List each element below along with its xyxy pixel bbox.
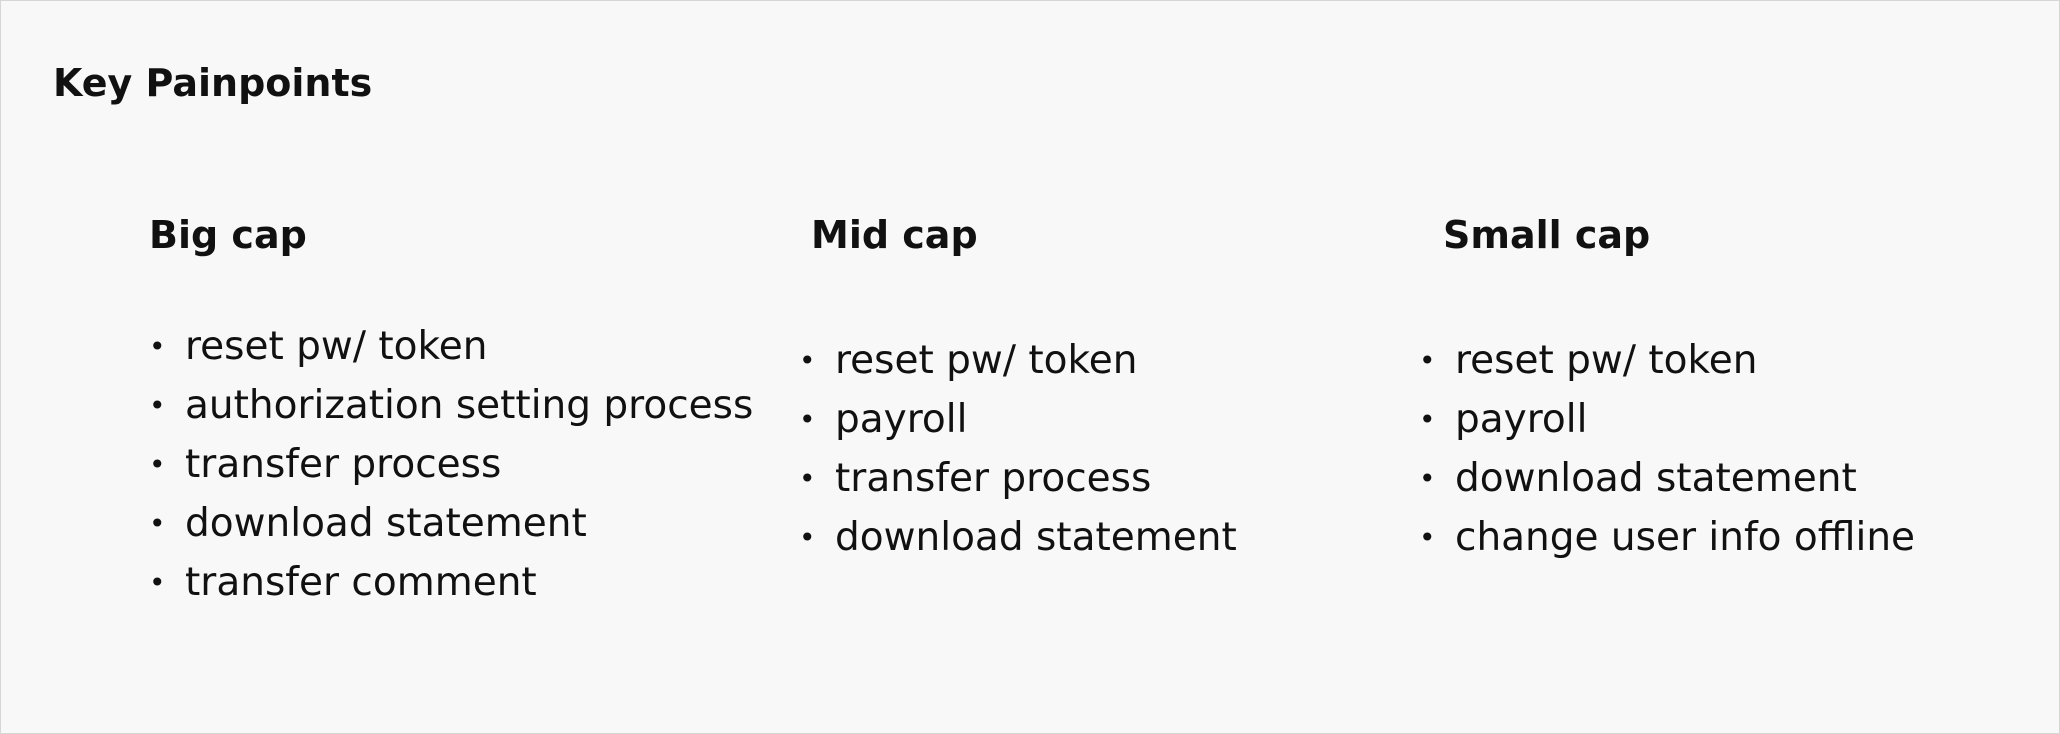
list-item: reset pw/ token xyxy=(149,317,753,376)
list-item: transfer comment xyxy=(149,553,753,612)
list-item: authorization setting process xyxy=(149,376,753,435)
list-item: payroll xyxy=(799,390,1237,449)
column-title-small-cap: Small cap xyxy=(1443,213,1651,257)
list-item: transfer process xyxy=(149,435,753,494)
column-title-mid-cap: Mid cap xyxy=(811,213,978,257)
column-mid-cap: Mid cap reset pw/ token payroll transfer… xyxy=(799,207,1237,567)
column-big-cap: Big cap reset pw/ token authorization se… xyxy=(149,207,753,612)
list-item: transfer process xyxy=(799,449,1237,508)
big-cap-list: reset pw/ token authorization setting pr… xyxy=(149,317,753,612)
list-item: payroll xyxy=(1419,390,1915,449)
mid-cap-list: reset pw/ token payroll transfer process… xyxy=(799,331,1237,567)
list-item: change user info offline xyxy=(1419,508,1915,567)
list-item: download statement xyxy=(799,508,1237,567)
list-item: reset pw/ token xyxy=(799,331,1237,390)
column-small-cap: Small cap reset pw/ token payroll downlo… xyxy=(1419,207,1915,567)
list-item: download statement xyxy=(1419,449,1915,508)
list-item: download statement xyxy=(149,494,753,553)
small-cap-list: reset pw/ token payroll download stateme… xyxy=(1419,331,1915,567)
column-title-big-cap: Big cap xyxy=(149,213,307,257)
page-title: Key Painpoints xyxy=(53,61,373,105)
list-item: reset pw/ token xyxy=(1419,331,1915,390)
